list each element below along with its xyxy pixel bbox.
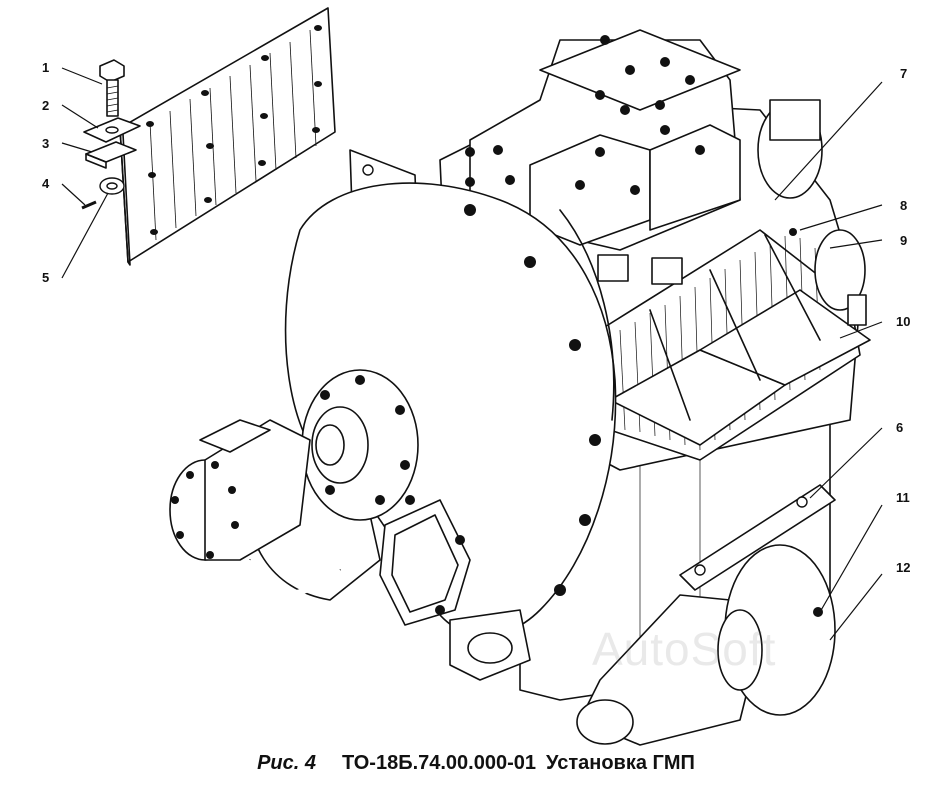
plate-part-6 <box>679 484 836 591</box>
fastener-group <box>789 228 867 326</box>
callout-labels: 1 2 3 4 5 7 8 9 10 6 11 12 <box>42 60 910 575</box>
callout-6: 6 <box>896 420 903 435</box>
callout-1: 1 <box>42 60 49 75</box>
cover-plate-assembly <box>81 7 336 266</box>
callout-3: 3 <box>42 136 49 151</box>
callout-4: 4 <box>42 176 50 191</box>
callout-2: 2 <box>42 98 49 113</box>
pump-assembly <box>169 369 419 601</box>
figure-title: Установка ГМП <box>546 752 695 774</box>
leader-lines <box>61 67 883 641</box>
callout-5: 5 <box>42 270 49 285</box>
bolt-part-1 <box>99 59 125 117</box>
valve-block <box>465 29 823 285</box>
callout-7: 7 <box>900 66 907 81</box>
output-drive <box>576 484 836 746</box>
watermark: AutoSoft <box>592 623 777 675</box>
drawing-code: ТО-18Б.74.00.000-01 <box>342 752 537 774</box>
callout-11: 11 <box>896 490 910 505</box>
callout-10: 10 <box>896 314 910 329</box>
callout-8: 8 <box>900 198 907 213</box>
ribbed-bracket <box>599 229 871 461</box>
inspection-cover <box>379 495 531 681</box>
callout-12: 12 <box>896 560 910 575</box>
callout-9: 9 <box>900 233 907 248</box>
figure-caption: Рис. 4 ТО-18Б.74.00.000-01 Установка ГМП <box>0 752 952 775</box>
figure-number: Рис. 4 <box>257 752 317 774</box>
